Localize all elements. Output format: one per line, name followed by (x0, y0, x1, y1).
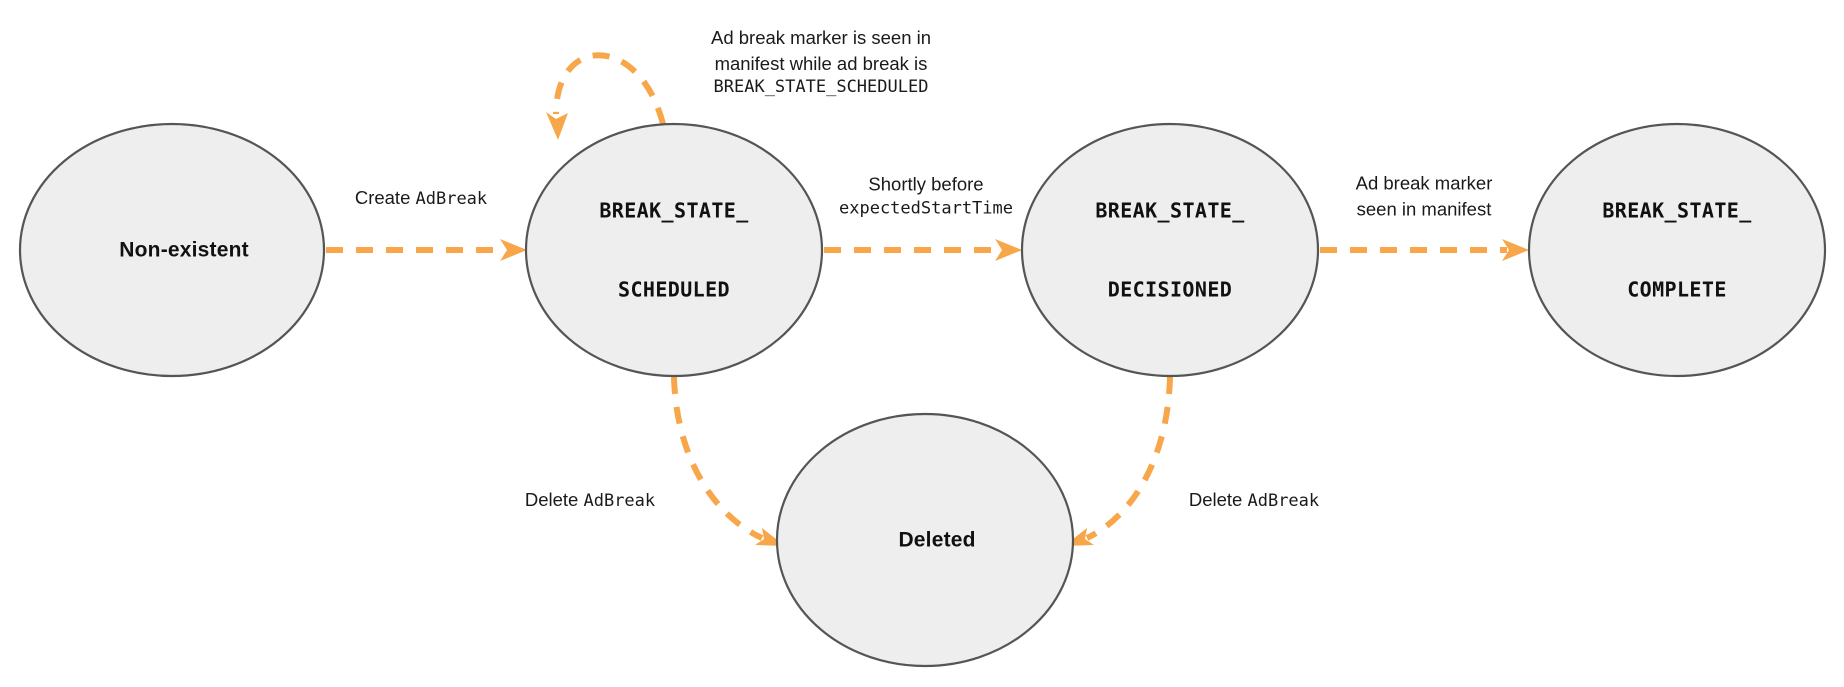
edge-shortly-before-arrowhead (995, 239, 1022, 261)
edge-self-loop-marker-seen (546, 52, 666, 140)
edge-delete-right-line (1085, 376, 1173, 541)
node-non-existent[interactable] (18, 122, 326, 378)
node-break-state-complete[interactable] (1527, 122, 1827, 378)
edge-delete-adbreak-from-scheduled (671, 376, 785, 546)
node-deleted[interactable] (775, 412, 1075, 668)
edge-self-loop-arrowhead (546, 112, 568, 140)
edge-shortly-before-expected-start-time (824, 239, 1022, 261)
edge-delete-left-line (671, 376, 764, 541)
edge-create-adbreak (326, 239, 527, 261)
node-break-state-scheduled[interactable] (524, 122, 824, 378)
edge-delete-adbreak-from-decisioned (1064, 376, 1173, 546)
node-break-state-decisioned[interactable] (1020, 122, 1320, 378)
edge-create-adbreak-arrowhead (500, 239, 527, 261)
edge-marker-seen-arrowhead (1502, 239, 1529, 261)
edge-ad-break-marker-seen-in-manifest (1320, 239, 1529, 261)
edge-self-loop-line (553, 52, 666, 125)
